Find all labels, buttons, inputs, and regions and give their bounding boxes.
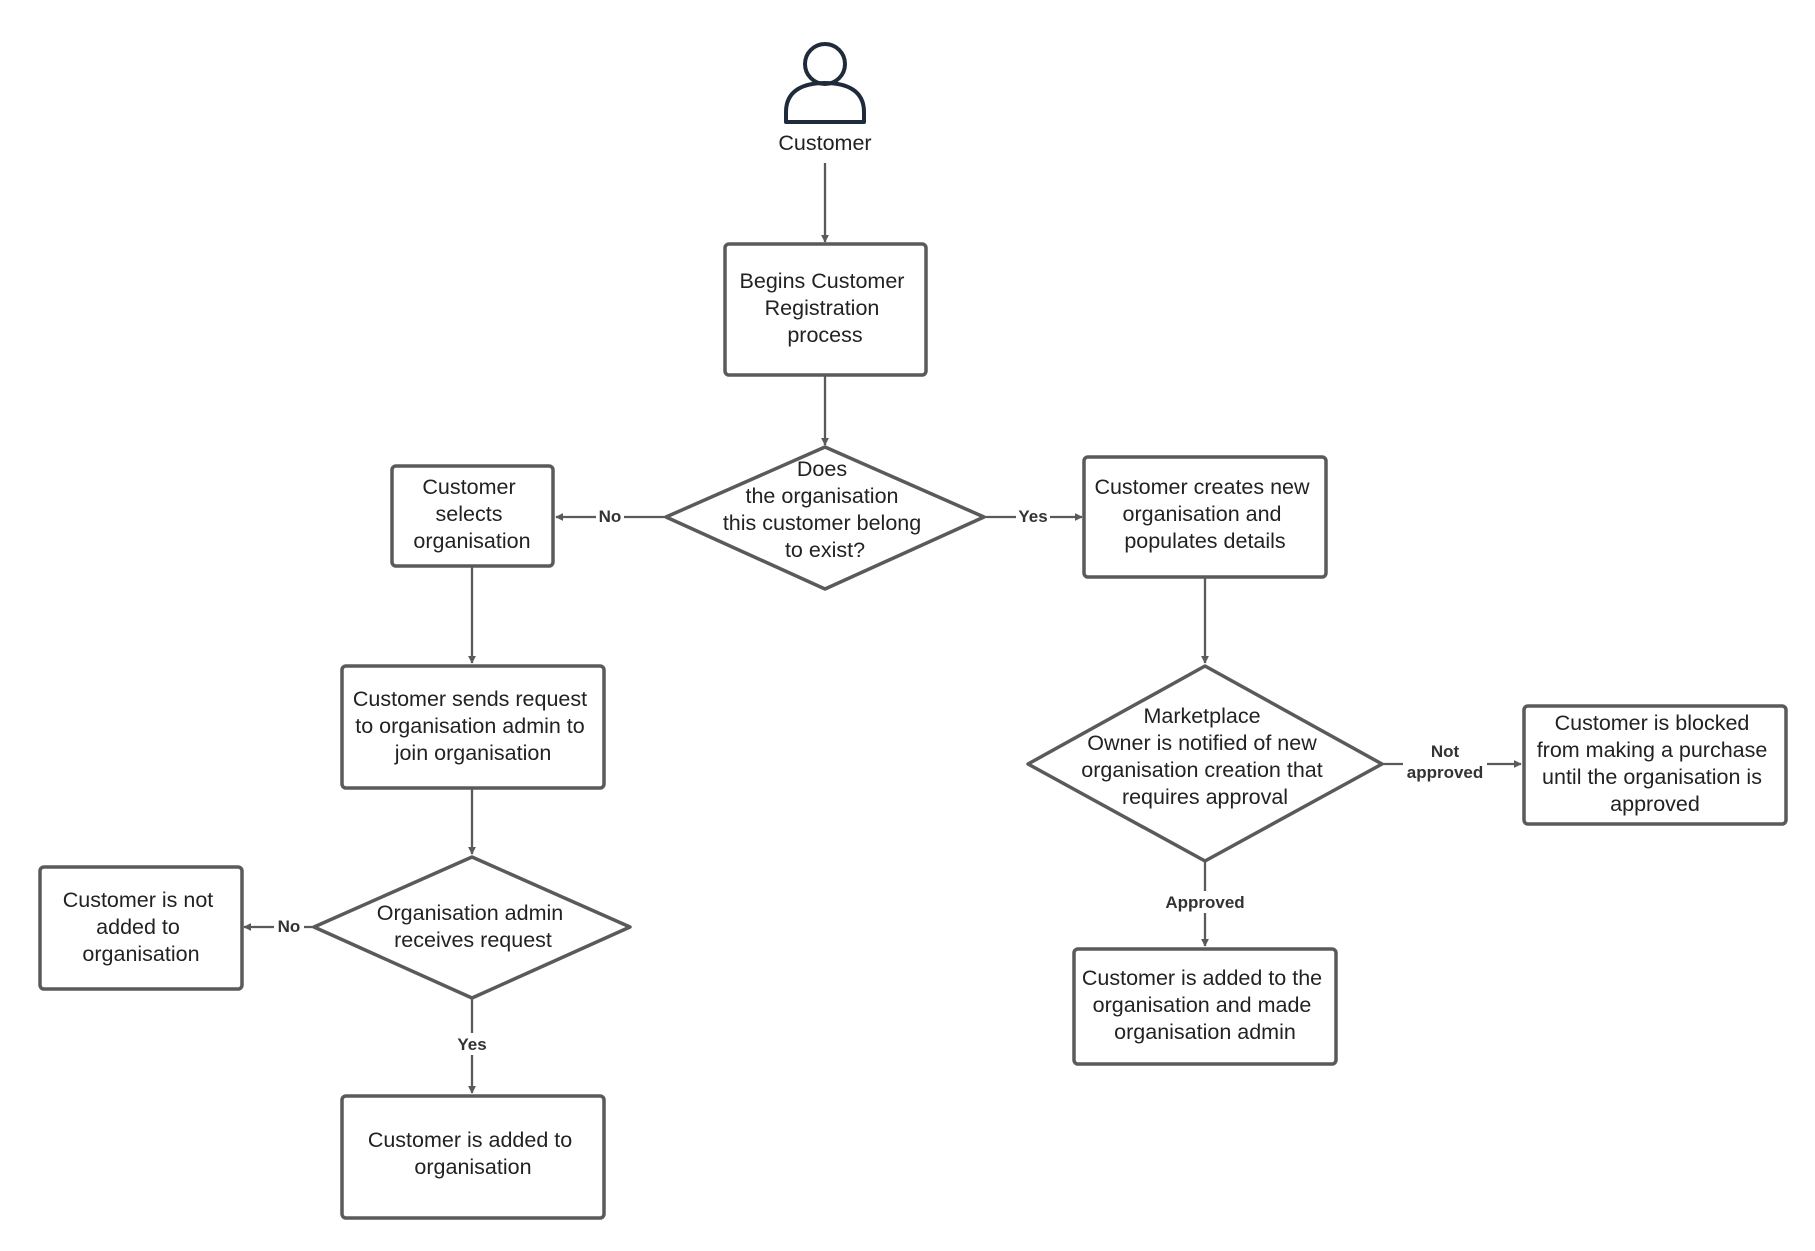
svg-text:Marketplace Owner is not: Marketplace Owner is notified of new org…	[1081, 704, 1328, 809]
edge-label-yes-admin: Yes	[457, 1035, 486, 1054]
node-blocked: Customer is blocked from making a purcha…	[1522, 704, 1788, 826]
node-text-line: join organisation	[394, 741, 552, 765]
node-creates-org: Customer creates new organisation and po…	[1082, 455, 1328, 579]
node-text-line: organisation	[413, 529, 530, 553]
node-text-line: Begins Customer	[740, 269, 905, 293]
node-text-line: organisation	[414, 1155, 531, 1179]
node-sends-request: Customer sends request to organisation a…	[340, 664, 606, 790]
node-text-line: this customer belong	[723, 511, 921, 535]
node-text-line: receives request	[394, 928, 552, 952]
person-icon	[784, 42, 866, 124]
node-text-line: Customer creates new	[1094, 475, 1310, 499]
node-text-line: process	[787, 323, 862, 347]
node-text-line: Owner is notified of new	[1087, 731, 1317, 755]
node-text-line: requires approval	[1122, 785, 1288, 809]
node-text-line: to organisation admin to	[355, 714, 585, 738]
node-text-line: populates details	[1124, 529, 1285, 553]
edge-label-no-admin: No	[278, 917, 301, 936]
decision-admin-receives: Organisation admin receives request	[312, 855, 632, 1000]
node-text-line: Registration	[765, 296, 880, 320]
svg-text:Begins Customer Registra: Begins Customer Registration process	[740, 269, 911, 347]
node-text-line: organisation admin	[1114, 1020, 1296, 1044]
svg-text:Customer is added to the: Customer is added to the organisation an…	[1082, 966, 1328, 1044]
edge-label-yes-create: Yes	[1018, 507, 1047, 526]
node-made-admin: Customer is added to the organisation an…	[1072, 947, 1338, 1066]
node-text-line: approved	[1610, 792, 1700, 816]
node-text-line: organisation and made	[1093, 993, 1312, 1017]
node-text-line: to exist?	[785, 538, 865, 562]
node-text-line: Customer is blocked	[1555, 711, 1750, 735]
node-text-line: added to	[96, 915, 180, 939]
edge-label-not-approved-line2: approved	[1407, 763, 1484, 782]
svg-text:Organisation admin recei: Organisation admin receives request	[377, 901, 569, 952]
svg-text:Customer sends request t: Customer sends request to organisation a…	[353, 687, 593, 765]
svg-text:Customer is blocked from: Customer is blocked from making a purcha…	[1537, 711, 1774, 816]
actor-label: Customer	[778, 131, 871, 155]
node-text-line: Customer is added to the	[1082, 966, 1322, 990]
node-text-line: the organisation	[746, 484, 899, 508]
node-not-added: Customer is not added to organisation	[38, 865, 244, 991]
edge-label-approved: Approved	[1165, 893, 1244, 912]
node-text-line: Customer is not	[63, 888, 214, 912]
customer-actor: Customer	[778, 42, 872, 155]
node-text-line: Customer is added to	[368, 1128, 572, 1152]
decision-marketplace-approval: Marketplace Owner is notified of new org…	[1026, 664, 1384, 863]
svg-text:Customer is added to org: Customer is added to organisation	[368, 1128, 578, 1179]
node-text-line: until the organisation is	[1542, 765, 1762, 789]
node-text-line: Does	[797, 457, 847, 481]
decision-org-exists: Does the organisation this customer belo…	[664, 445, 986, 591]
node-text-line: Customer	[422, 475, 515, 499]
svg-text:Customer creates new org: Customer creates new organisation and po…	[1094, 475, 1315, 553]
node-text-line: from making a purchase	[1537, 738, 1768, 762]
node-text-line: Marketplace	[1143, 704, 1260, 728]
node-text-line: Customer sends request	[353, 687, 587, 711]
edge-labels: No Yes Not approved Approved No Yes	[274, 505, 1487, 1055]
node-begins-registration: Begins Customer Registration process	[723, 242, 928, 377]
edge-label-no-select: No	[599, 507, 622, 526]
svg-text:Customer selects o: Customer selects organisation	[413, 475, 530, 553]
node-text-line: organisation	[82, 942, 199, 966]
edges	[243, 163, 1522, 1094]
node-text-line: Organisation admin	[377, 901, 563, 925]
svg-text:Does the organisation: Does the organisation this customer belo…	[723, 457, 927, 562]
node-text-line: organisation and	[1123, 502, 1282, 526]
node-added: Customer is added to organisation	[340, 1094, 606, 1220]
node-text-line: selects	[436, 502, 503, 526]
node-text-line: organisation creation that	[1081, 758, 1322, 782]
edge-label-not-approved-line1: Not	[1431, 742, 1460, 761]
node-selects-org: Customer selects organisation	[390, 464, 555, 568]
svg-text:Customer is not added to: Customer is not added to organisation	[63, 888, 220, 966]
